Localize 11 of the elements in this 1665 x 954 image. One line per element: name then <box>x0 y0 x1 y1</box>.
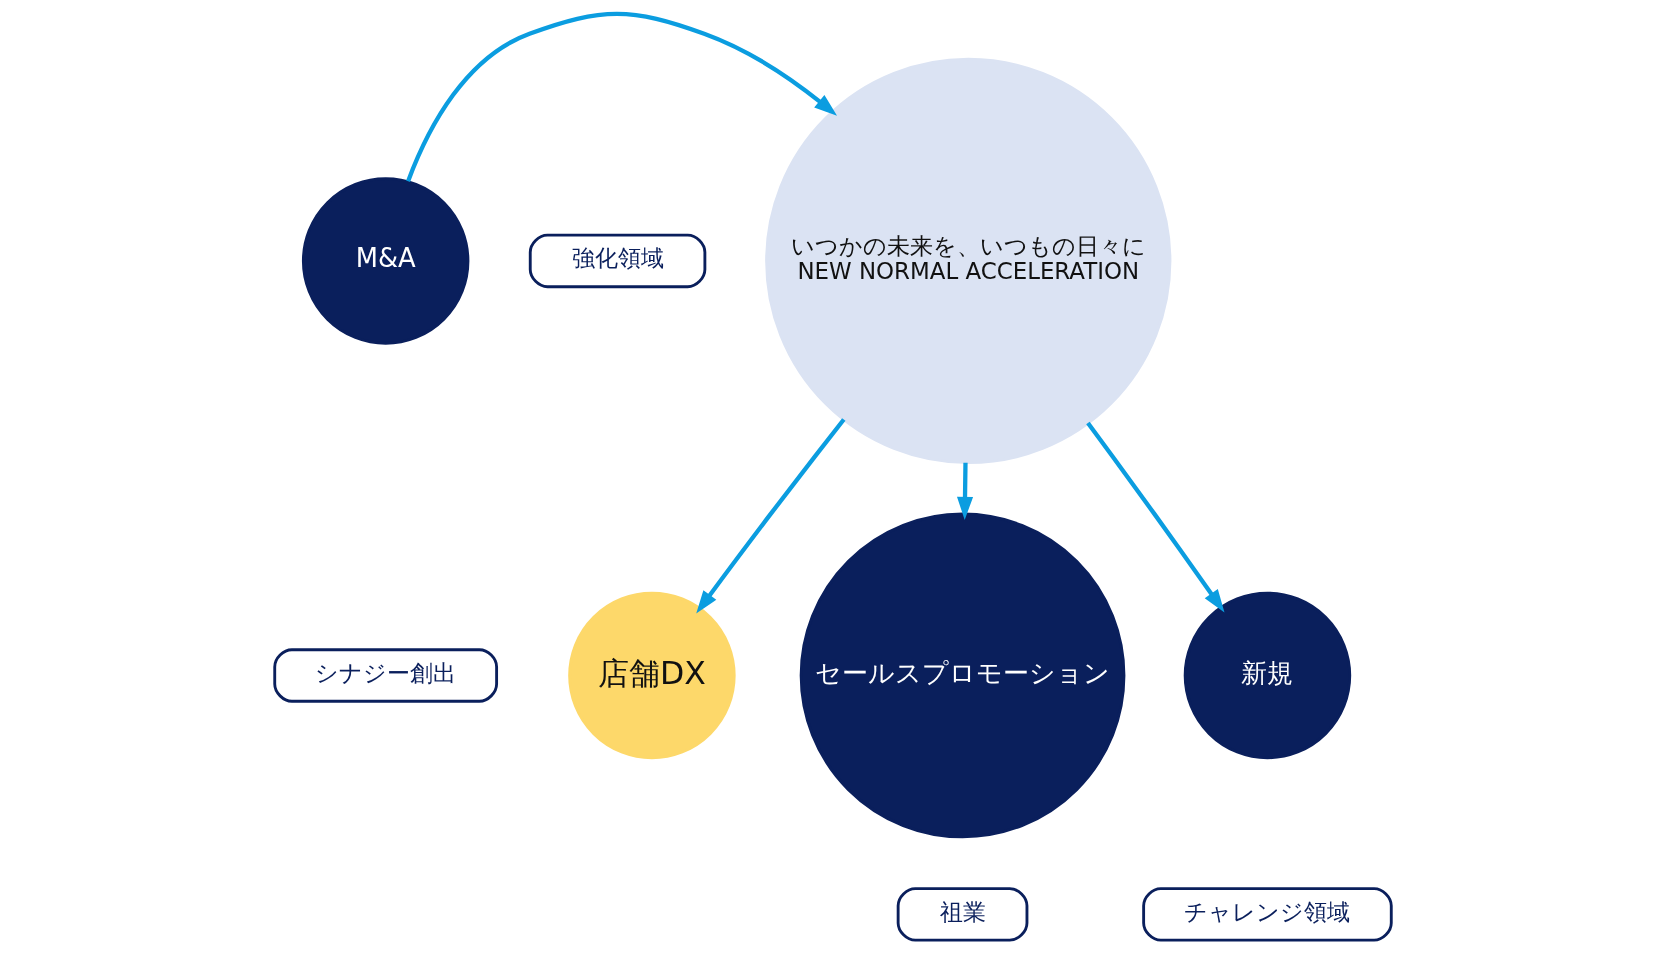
node-circle: M&A <box>301 177 469 345</box>
node-box: シナジー創出 <box>272 648 498 703</box>
node-circle: いつかの未来を、いつもの日々に NEW NORMAL ACCELERATION <box>764 57 1171 465</box>
arrow <box>1085 421 1224 613</box>
node-box: チャレンジ領域 <box>1141 887 1393 942</box>
node-circle: セールスプロモーション <box>799 512 1125 839</box>
node-box: 強化領域 <box>528 233 706 289</box>
arrow <box>405 11 837 182</box>
arrow <box>956 462 973 520</box>
arrow <box>695 418 845 614</box>
node-box: 祖業 <box>896 887 1028 942</box>
